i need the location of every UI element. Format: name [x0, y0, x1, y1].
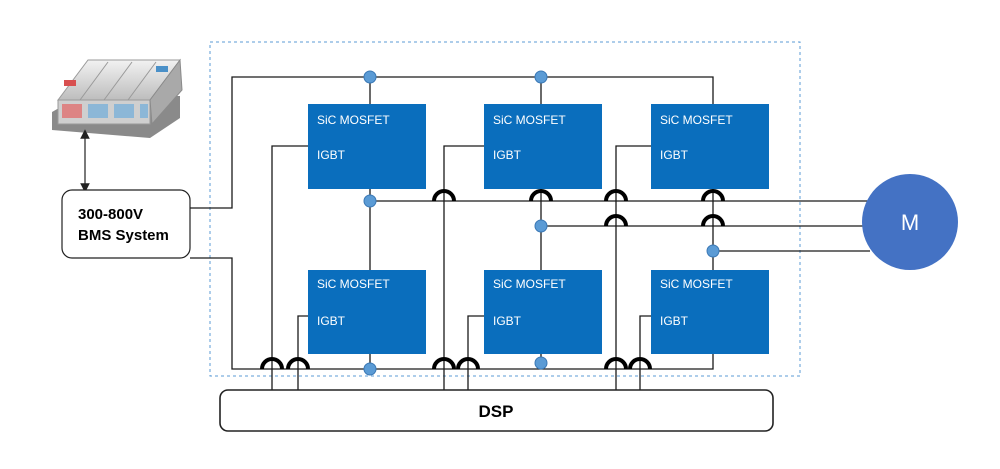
- module-type-label: SiC MOSFET: [660, 113, 733, 127]
- module-igbt-label: IGBT: [660, 314, 689, 328]
- junction-nodes: [363, 70, 720, 376]
- module-type-label: SiC MOSFET: [660, 277, 733, 291]
- switch-module: SiC MOSFET IGBT: [308, 270, 426, 354]
- module-igbt-label: IGBT: [317, 314, 346, 328]
- module-type-label: SiC MOSFET: [493, 277, 566, 291]
- module-igbt-label: IGBT: [493, 148, 522, 162]
- module-igbt-label: IGBT: [317, 148, 346, 162]
- wiring: [190, 76, 870, 390]
- switch-module: SiC MOSFET IGBT: [651, 270, 769, 354]
- switch-module: SiC MOSFET IGBT: [484, 270, 602, 354]
- dsp-box: DSP: [219, 389, 774, 432]
- dsp-label: DSP: [479, 402, 514, 421]
- switch-module: SiC MOSFET IGBT: [651, 104, 769, 189]
- switch-module: SiC MOSFET IGBT: [484, 104, 602, 189]
- motor: M: [862, 174, 958, 270]
- inverter-boundary: [209, 41, 801, 377]
- module-igbt-label: IGBT: [493, 314, 522, 328]
- wire-crossovers: [260, 189, 725, 370]
- module-igbt-label: IGBT: [660, 148, 689, 162]
- module-type-label: SiC MOSFET: [493, 113, 566, 127]
- bms-system-box: 300-800V BMS System: [61, 189, 191, 259]
- module-type-label: SiC MOSFET: [317, 113, 390, 127]
- bms-system-label: BMS System: [78, 227, 169, 244]
- module-type-label: SiC MOSFET: [317, 277, 390, 291]
- motor-label: M: [901, 210, 919, 235]
- bms-voltage-label: 300-800V: [78, 206, 143, 223]
- switch-module: SiC MOSFET IGBT: [308, 104, 426, 189]
- battery-pack-image: [52, 58, 183, 138]
